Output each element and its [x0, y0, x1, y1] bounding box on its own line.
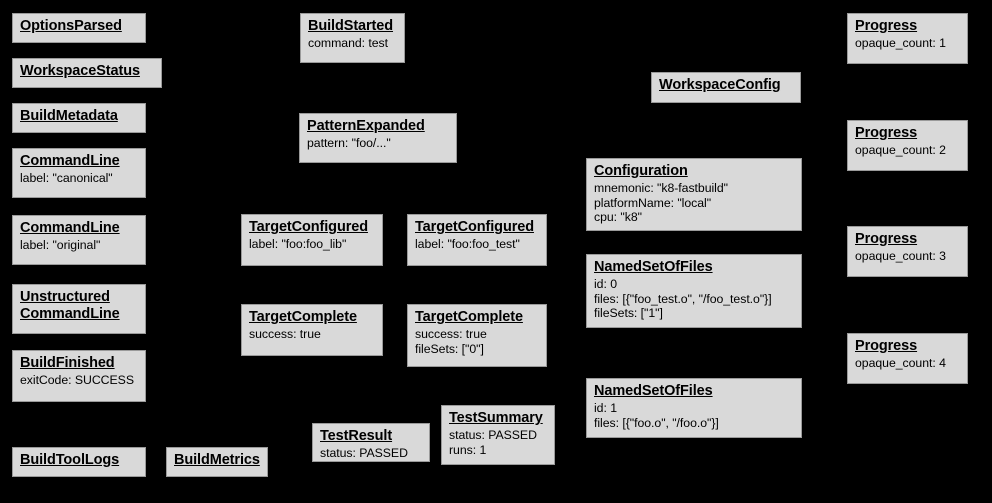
node-command-line-canonical[interactable]: CommandLine label: "canonical": [12, 148, 146, 198]
node-progress-3[interactable]: Progress opaque_count: 3: [847, 226, 968, 277]
node-field: status: PASSED: [320, 446, 408, 461]
node-field: mnemonic: "k8-fastbuild": [594, 181, 728, 196]
node-build-started[interactable]: BuildStarted command: test: [300, 13, 405, 63]
node-title: Unstructured CommandLine: [20, 289, 120, 323]
node-target-configured-foo-lib[interactable]: TargetConfigured label: "foo:foo_lib": [241, 214, 383, 266]
node-field: label: "canonical": [20, 171, 113, 186]
node-build-metadata[interactable]: BuildMetadata: [12, 103, 146, 133]
node-title: Progress: [855, 338, 918, 354]
node-title: TargetComplete: [415, 309, 523, 325]
node-title: OptionsParsed: [20, 18, 122, 34]
node-title: CommandLine: [20, 220, 120, 236]
node-fields: success: true: [249, 327, 375, 342]
node-title: Configuration: [594, 163, 688, 179]
node-fields: command: test: [308, 36, 397, 51]
node-workspace-status[interactable]: WorkspaceStatus: [12, 58, 162, 88]
node-field: label: "original": [20, 238, 101, 253]
node-fields: opaque_count: 1: [855, 36, 960, 51]
node-field: success: true: [415, 327, 487, 342]
node-title: Progress: [855, 231, 918, 247]
node-fields: opaque_count: 2: [855, 143, 960, 158]
node-field: pattern: "foo/...": [307, 136, 391, 151]
node-build-tool-logs[interactable]: BuildToolLogs: [12, 447, 146, 477]
node-title: TargetConfigured: [249, 219, 368, 235]
node-pattern-expanded[interactable]: PatternExpanded pattern: "foo/...": [299, 113, 457, 163]
node-fields: opaque_count: 4: [855, 356, 960, 371]
node-title: TargetComplete: [249, 309, 357, 325]
node-fields: label: "canonical": [20, 171, 138, 186]
node-title: BuildMetrics: [174, 452, 260, 468]
node-command-line-original[interactable]: CommandLine label: "original": [12, 215, 146, 265]
node-options-parsed[interactable]: OptionsParsed: [12, 13, 146, 43]
node-fields: label: "foo:foo_test": [415, 237, 539, 252]
node-progress-1[interactable]: Progress opaque_count: 1: [847, 13, 968, 64]
node-build-finished[interactable]: BuildFinished exitCode: SUCCESS: [12, 350, 146, 402]
node-field: opaque_count: 3: [855, 249, 946, 264]
node-field: runs: 1: [449, 442, 487, 457]
node-field: success: true: [249, 327, 321, 342]
node-fields: label: "original": [20, 238, 138, 253]
node-workspace-config[interactable]: WorkspaceConfig: [651, 72, 801, 103]
node-field: command: test: [308, 36, 388, 51]
node-field: cpu: "k8": [594, 210, 642, 225]
node-test-result[interactable]: TestResult status: PASSED: [312, 423, 430, 462]
node-field: label: "foo:foo_test": [415, 237, 520, 252]
node-field: exitCode: SUCCESS: [20, 373, 134, 388]
node-progress-4[interactable]: Progress opaque_count: 4: [847, 333, 968, 384]
node-build-metrics[interactable]: BuildMetrics: [166, 447, 268, 477]
node-field: fileSets: ["0"]: [415, 341, 484, 356]
node-title: WorkspaceConfig: [659, 77, 781, 93]
node-unstructured-command-line[interactable]: Unstructured CommandLine: [12, 284, 146, 334]
node-title: WorkspaceStatus: [20, 63, 140, 79]
node-field: label: "foo:foo_lib": [249, 237, 347, 252]
node-target-configured-foo-test[interactable]: TargetConfigured label: "foo:foo_test": [407, 214, 547, 266]
node-title: TestSummary: [449, 410, 543, 426]
node-field: id: 1: [594, 401, 617, 416]
node-configuration[interactable]: Configuration mnemonic: "k8-fastbuild"pla…: [586, 158, 802, 231]
node-field: files: [{"foo_test.o", "/foo_test.o"}]: [594, 291, 772, 306]
node-fields: mnemonic: "k8-fastbuild"platformName: "l…: [594, 181, 794, 225]
node-title: Progress: [855, 18, 918, 34]
node-title: NamedSetOfFiles: [594, 259, 713, 275]
node-field: files: [{"foo.o", "/foo.o"}]: [594, 415, 719, 430]
node-title: PatternExpanded: [307, 118, 425, 134]
node-field: status: PASSED: [449, 428, 537, 443]
node-title: Progress: [855, 125, 918, 141]
node-title: BuildFinished: [20, 355, 115, 371]
node-field: id: 0: [594, 277, 617, 292]
node-title: BuildStarted: [308, 18, 394, 34]
node-title: CommandLine: [20, 153, 120, 169]
node-fields: exitCode: SUCCESS: [20, 373, 138, 388]
node-title: NamedSetOfFiles: [594, 383, 713, 399]
node-field: opaque_count: 4: [855, 356, 946, 371]
node-title: TestResult: [320, 428, 393, 444]
node-field: opaque_count: 1: [855, 36, 946, 51]
node-field: fileSets: ["1"]: [594, 306, 663, 321]
node-field: platformName: "local": [594, 195, 712, 210]
node-title: BuildToolLogs: [20, 452, 120, 468]
node-fields: pattern: "foo/...": [307, 136, 449, 151]
node-title: BuildMetadata: [20, 108, 118, 124]
node-fields: label: "foo:foo_lib": [249, 237, 375, 252]
node-progress-2[interactable]: Progress opaque_count: 2: [847, 120, 968, 171]
node-fields: status: PASSED: [320, 446, 422, 461]
node-title: TargetConfigured: [415, 219, 534, 235]
node-field: opaque_count: 2: [855, 143, 946, 158]
node-fields: opaque_count: 3: [855, 249, 960, 264]
node-target-complete-foo-lib[interactable]: TargetComplete success: true: [241, 304, 383, 356]
